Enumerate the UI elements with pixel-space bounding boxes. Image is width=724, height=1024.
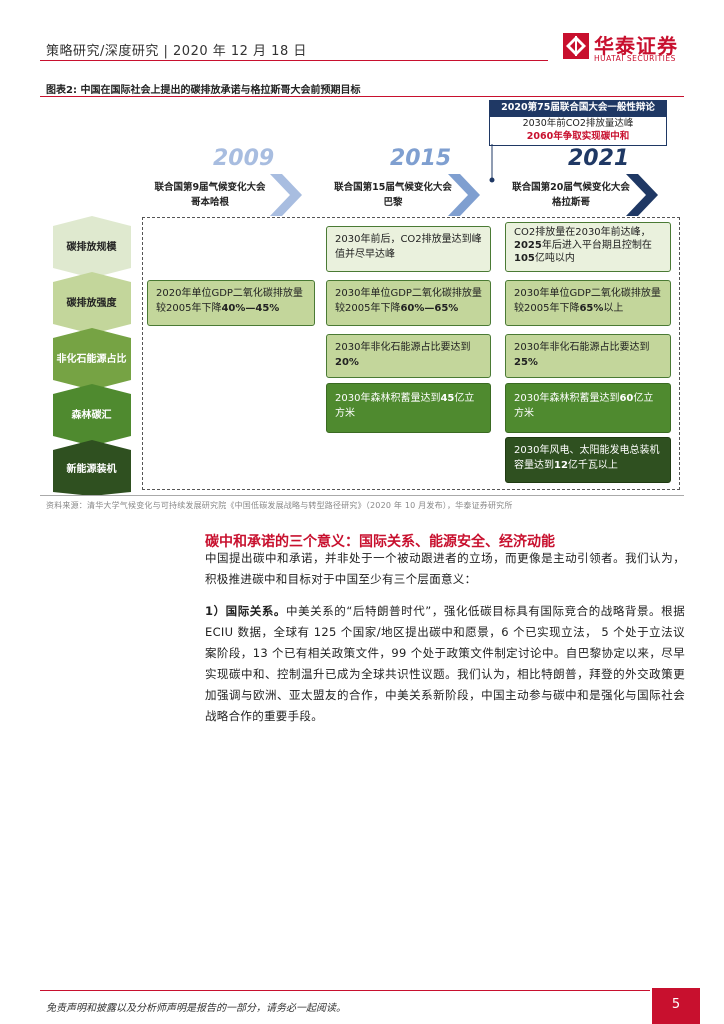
conference-2015-city: 巴黎 xyxy=(383,197,403,208)
row-label-forest-text: 森林碳汇 xyxy=(71,409,112,421)
cell-intensity-2021: 2030年单位GDP二氧化碳排放量较2005年下降65%以上 xyxy=(505,280,671,326)
cell-intensity-2021-text: 2030年单位GDP二氧化碳排放量较2005年下降 xyxy=(514,288,661,314)
cell-scale-2021-text-b: 年后进入平台期且控制在 xyxy=(541,240,652,251)
cell-scale-2021-text-a: CO2排放量在2030年前达峰， xyxy=(514,227,651,238)
conference-2015: 联合国第15届气候变化大会 巴黎 xyxy=(318,180,468,210)
cell-scale-2021: CO2排放量在2030年前达峰， 2025年后进入平台期且控制在 105亿吨以内 xyxy=(505,222,671,272)
cell-newenergy-2021: 2030年风电、太阳能发电总装机容量达到12亿千瓦以上 xyxy=(505,437,671,483)
conference-2021: 联合国第20届气候变化大会 格拉斯哥 xyxy=(496,180,646,210)
cell-scale-2015: 2030年前后，CO2排放量达到峰值并尽早达峰 xyxy=(326,226,491,272)
logo-text-en: HUATAI SECURITIES xyxy=(594,54,676,63)
cell-intensity-2009-text: 2020年单位GDP二氧化碳排放量较2005年下降 xyxy=(156,288,303,314)
cell-intensity-2009-value: 40%—45% xyxy=(221,303,280,314)
paragraph-international-relations: 1）国际关系。中美关系的“后特朗普时代”，强化低碳目标具有国际竞合的战略背景。根… xyxy=(205,601,685,727)
row-label-scale: 碳排放规模 xyxy=(53,224,130,266)
cell-forest-2015-unit: 亿立方米 xyxy=(335,393,475,419)
row-label-newenergy: 新能源装机 xyxy=(53,446,130,488)
cell-forest-2015-text: 2030年森林积蓄量达到 xyxy=(335,393,441,404)
row-label-forest: 森林碳汇 xyxy=(53,392,130,434)
paragraph-lead: 1）国际关系。 xyxy=(205,604,286,618)
figure-title: 图表2: 中国在国际社会上提出的碳排放承诺与格拉斯哥大会前预期目标 xyxy=(46,85,361,96)
year-2015: 2015 xyxy=(390,146,452,171)
report-header: 策略研究/深度研究 | 2020 年 12 月 18 日 xyxy=(46,44,307,59)
cell-newenergy-2021-unit: 亿千瓦以上 xyxy=(567,460,618,471)
cell-nonfossil-2015: 2030年非化石能源占比要达到 20% xyxy=(326,334,491,378)
conference-2021-city: 格拉斯哥 xyxy=(551,197,590,208)
cell-scale-2021-unit: 亿吨以内 xyxy=(534,253,575,264)
conference-2015-name: 联合国第15届气候变化大会 xyxy=(334,182,452,193)
cell-newenergy-2021-value: 12 xyxy=(554,460,568,471)
cell-intensity-2009: 2020年单位GDP二氧化碳排放量较2005年下降40%—45% xyxy=(147,280,315,326)
cell-scale-2021-year: 2025 xyxy=(514,240,542,251)
cell-intensity-2015-text: 2030年单位GDP二氧化碳排放量较2005年下降 xyxy=(335,288,482,314)
figure-source: 资料来源：清华大学气候变化与可持续发展研究院《中国低碳发展战略与转型路径研究》（… xyxy=(46,501,513,510)
cell-intensity-2021-suffix: 以上 xyxy=(603,303,624,314)
callout-line-1: 2030年前CO2排放量达峰 xyxy=(522,118,634,129)
chevron-2021 xyxy=(626,174,658,216)
paragraph-intro: 中国提出碳中和承诺，并非处于一个被动跟进者的立场，而更像是主动引领者。我们认为，… xyxy=(205,551,685,586)
row-label-nonfossil: 非化石能源占比 xyxy=(53,336,130,378)
row-label-newenergy-text: 新能源装机 xyxy=(66,463,117,475)
cell-scale-2015-text: 2030年前后，CO2排放量达到峰值并尽早达峰 xyxy=(335,234,482,260)
cell-nonfossil-2015-value: 20% xyxy=(335,357,359,368)
cell-forest-2021-text: 2030年森林积蓄量达到 xyxy=(514,393,620,404)
cell-forest-2015-value: 45 xyxy=(440,393,455,404)
header-divider xyxy=(40,60,548,61)
source-divider xyxy=(40,495,684,496)
footer-disclaimer: 免责声明和披露以及分析师声明是报告的一部分，请务必一起阅读。 xyxy=(46,1003,346,1014)
page-number: 5 xyxy=(652,988,700,1024)
row-label-intensity-text: 碳排放强度 xyxy=(66,297,117,309)
year-2021: 2021 xyxy=(568,146,630,171)
cell-intensity-2021-value: 65% xyxy=(579,303,604,314)
row-label-arrows xyxy=(53,216,131,496)
cell-nonfossil-2021-text: 2030年非化石能源占比要达到 xyxy=(514,342,650,353)
section-title: 碳中和承诺的三个意义：国际关系、能源安全、经济动能 xyxy=(205,534,555,550)
chevron-2009 xyxy=(270,174,302,216)
target-grid-frame xyxy=(142,217,680,490)
footer-divider xyxy=(40,990,650,991)
row-label-scale-text: 碳排放规模 xyxy=(66,241,117,253)
conference-2009-city: 哥本哈根 xyxy=(190,197,229,208)
cell-nonfossil-2015-text: 2030年非化石能源占比要达到 xyxy=(335,342,471,353)
row-label-nonfossil-text: 非化石能源占比 xyxy=(56,353,127,365)
chevron-2015 xyxy=(448,174,480,216)
cell-intensity-2015: 2030年单位GDP二氧化碳排放量较2005年下降60%—65% xyxy=(326,280,491,326)
cell-forest-2021-value: 60 xyxy=(619,393,634,404)
cell-forest-2021-unit: 亿立方米 xyxy=(514,393,654,419)
callout-line-2: 2060年争取实现碳中和 xyxy=(526,131,630,142)
cell-scale-2021-value: 105 xyxy=(514,253,535,264)
cell-forest-2015: 2030年森林积蓄量达到45亿立方米 xyxy=(326,383,491,433)
conference-2009: 联合国第9届气候变化大会 哥本哈根 xyxy=(140,180,280,210)
callout-body: 2030年前CO2排放量达峰 2060年争取实现碳中和 xyxy=(489,116,667,146)
cell-nonfossil-2021: 2030年非化石能源占比要达到 25% xyxy=(505,334,671,378)
cell-forest-2021: 2030年森林积蓄量达到60亿立方米 xyxy=(505,383,671,433)
row-label-intensity: 碳排放强度 xyxy=(53,280,130,322)
huatai-logo-icon xyxy=(563,33,589,59)
paragraph-body: 中美关系的“后特朗普时代”，强化低碳目标具有国际竞合的战略背景。根据 ECIU … xyxy=(205,604,685,723)
logo-text-cn: 华泰证券 xyxy=(594,34,678,58)
callout-header: 2020第75届联合国大会一般性辩论 xyxy=(489,100,667,116)
conference-2021-name: 联合国第20届气候变化大会 xyxy=(512,182,630,193)
year-2009: 2009 xyxy=(213,146,275,171)
cell-newenergy-2021-text: 2030年风电、太阳能发电总装机容量达到 xyxy=(514,445,660,471)
figure-divider xyxy=(40,96,684,97)
callout-connector xyxy=(489,144,495,183)
conference-2009-name: 联合国第9届气候变化大会 xyxy=(154,182,266,193)
cell-intensity-2015-value: 60%—65% xyxy=(400,303,459,314)
cell-nonfossil-2021-value: 25% xyxy=(514,357,538,368)
